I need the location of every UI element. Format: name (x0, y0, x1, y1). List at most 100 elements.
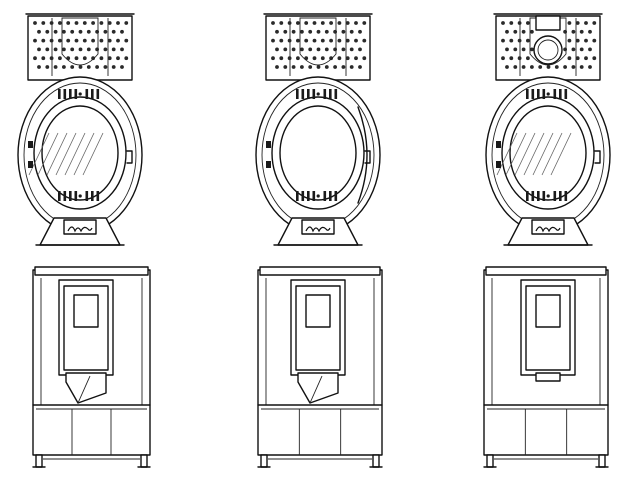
perforation-hole (287, 21, 292, 25)
perforation-hole (501, 56, 505, 61)
perforation-hole (308, 47, 313, 52)
perforation-hole (41, 38, 46, 43)
perforation-hole (275, 29, 279, 34)
door-handle (126, 150, 133, 164)
perforation-hole (316, 29, 321, 34)
perforation-hole (283, 29, 288, 34)
perforation-hole (505, 47, 509, 52)
door-hinge-lower (28, 161, 33, 168)
perforation-hole (324, 47, 329, 52)
perforation-hole (275, 65, 279, 69)
perforation-hole (362, 21, 367, 25)
perforation-hole (575, 56, 580, 61)
perforation-hole (291, 65, 296, 69)
glass-hatch (46, 132, 68, 176)
vent-slot (542, 89, 546, 99)
perforation-hole (41, 56, 46, 61)
adjustable-foot-left (35, 454, 43, 468)
perforation-hole (74, 56, 79, 61)
vent-knob (316, 194, 320, 198)
perforation-hole (571, 65, 576, 69)
perforation-hole (588, 65, 592, 69)
perforation-hole (358, 29, 362, 34)
perforation-hole (304, 21, 309, 25)
perforation-hole (579, 47, 584, 52)
perforation-hole (358, 65, 362, 69)
vent-slot (58, 191, 61, 201)
logo-plate (63, 219, 97, 235)
glass-reflection-hatching (28, 132, 104, 176)
perforation-hole (74, 38, 79, 43)
perforation-hole (124, 38, 129, 43)
perforation-hole (517, 56, 522, 61)
perforation-hole (58, 21, 62, 25)
open-door-leaf (357, 106, 368, 204)
perforation-hole (526, 38, 530, 43)
glass-hatch (82, 132, 104, 176)
glass-hatch (64, 132, 86, 176)
vent-knob (78, 194, 82, 198)
perforation-hole (62, 47, 66, 52)
vent-slot (329, 89, 332, 99)
top-plate (34, 266, 149, 276)
perforation-hole (86, 47, 91, 52)
logo-signature (535, 226, 561, 233)
perforation-hole (120, 47, 124, 52)
door-handle (364, 150, 371, 164)
perforation-hole (45, 65, 50, 69)
adjustable-foot-right (372, 454, 380, 468)
perforation-hole (329, 56, 333, 61)
perforation-hole (120, 29, 124, 34)
door-hinge-lower (266, 161, 271, 168)
perforation-hole (341, 47, 346, 52)
vent-slot (312, 89, 316, 99)
vent-slot (301, 191, 305, 201)
perforation-hole (312, 21, 317, 25)
upper-air-vent (58, 89, 100, 99)
vent-slot (531, 191, 535, 201)
logo-plate (531, 219, 565, 235)
vent-slot (96, 89, 100, 99)
perforation-hole (275, 47, 279, 52)
perforation-hole (279, 21, 284, 25)
perforation-hole (521, 47, 526, 52)
perforation-hole (530, 29, 534, 34)
inspection-window (535, 294, 561, 328)
vent-slot (63, 191, 67, 201)
perforation-hole (337, 38, 342, 43)
hopper-fold (309, 375, 323, 404)
vent-slot (69, 89, 72, 99)
vent-slot (312, 191, 316, 201)
perforation-hole (296, 56, 300, 61)
perforation-hole (66, 21, 71, 25)
vent-slot (69, 191, 72, 201)
perforation-hole (70, 65, 75, 69)
vent-slot (564, 191, 568, 201)
perforation-hole (349, 65, 354, 69)
perforation-hole (116, 21, 120, 25)
upper-air-vent (526, 89, 568, 99)
perforation-hole (575, 38, 580, 43)
adjustable-foot-left (486, 454, 494, 468)
glass-hatch (505, 132, 527, 176)
perforation-hole (584, 38, 588, 43)
perforation-hole (62, 65, 66, 69)
vent-slot (74, 191, 78, 201)
perforation-hole (33, 21, 37, 25)
perforation-hole (279, 56, 284, 61)
logo-signature (305, 226, 331, 233)
vent-slot (85, 191, 89, 201)
glass-hatch (514, 132, 536, 176)
perforation-hole (509, 38, 514, 43)
perforation-hole (517, 38, 522, 43)
center-shield (529, 17, 567, 66)
perforation-hole (312, 56, 317, 61)
vent-slot (91, 89, 94, 99)
ash-hopper (297, 372, 339, 404)
perforation-hole (78, 65, 83, 69)
perforation-hole (49, 38, 54, 43)
adjustable-foot-right (598, 454, 606, 468)
perforation-hole (308, 65, 313, 69)
perforation-hole (567, 56, 572, 61)
perforation-hole (107, 38, 112, 43)
